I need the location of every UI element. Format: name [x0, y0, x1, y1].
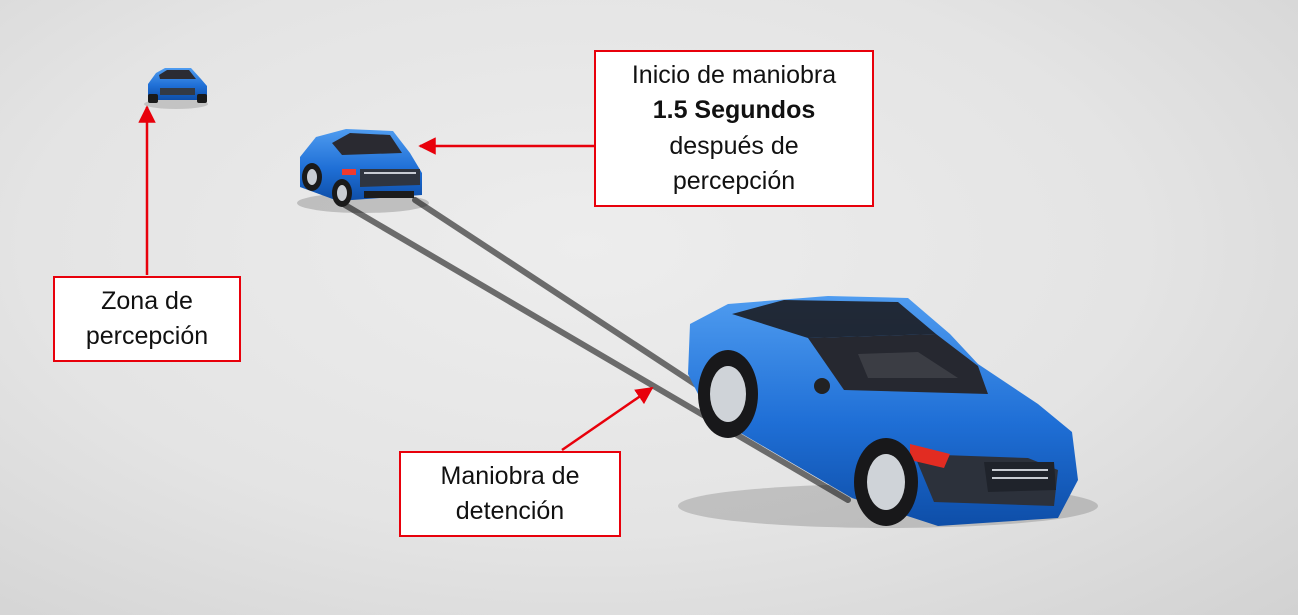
callout-maneuver-start: Inicio de maniobra 1.5 Segundos después … — [594, 50, 874, 207]
skid-mark-left — [342, 202, 851, 503]
callout-stopping-maneuver-line2: detención — [455, 497, 565, 525]
skid-marks — [342, 197, 851, 503]
arrow-to-skid-marks — [561, 386, 654, 452]
callout-stopping-maneuver: Maniobra de detención — [399, 451, 621, 537]
callout-arrows — [138, 105, 654, 452]
callout-maneuver-start-line1: Inicio de maniobra — [631, 60, 837, 89]
car-far — [144, 68, 208, 109]
callout-maneuver-start-line4: percepción — [672, 167, 796, 195]
callout-perception-zone: Zona de percepción — [53, 276, 241, 362]
car-near — [678, 296, 1098, 528]
callout-maneuver-start-time: 1.5 Segundos — [652, 96, 816, 124]
skid-mark-right — [412, 197, 745, 418]
callout-perception-zone-line1: Zona de — [101, 286, 193, 315]
callout-stopping-maneuver-line1: Maniobra de — [440, 461, 580, 490]
car-middle — [297, 129, 429, 213]
callout-maneuver-start-line3: después de — [669, 131, 799, 160]
callout-perception-zone-line2: percepción — [85, 322, 209, 350]
